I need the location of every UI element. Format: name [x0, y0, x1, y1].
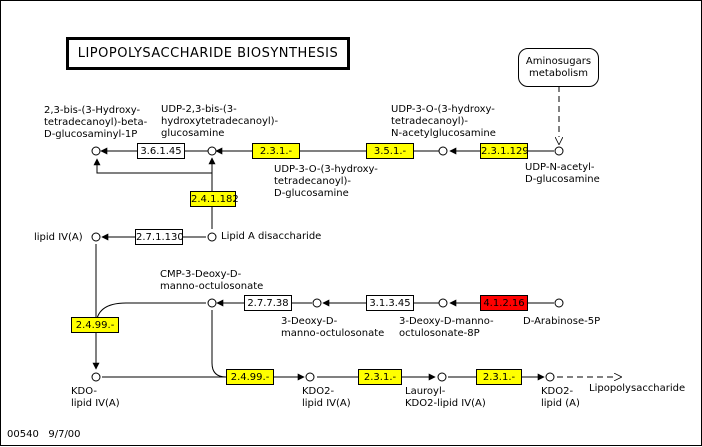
edge-bis-curve — [93, 158, 213, 174]
node-lauroyl[interactable] — [437, 372, 447, 382]
node-udp23[interactable] — [207, 146, 217, 156]
node-cmp[interactable] — [207, 298, 217, 308]
enzyme-2-4-1-182[interactable]: 2.4.1.182 — [190, 191, 239, 207]
enzyme-2-7-1-130[interactable]: 2.7.1.130 — [135, 229, 184, 245]
label-udp3o-d: UDP-3-O-(3-hydroxy- tetradecanoyl)- D-gl… — [274, 164, 378, 199]
label-lipidAdis: Lipid A disaccharide — [221, 231, 322, 242]
enzyme-3-6-1-45[interactable]: 3.6.1.45 — [137, 143, 185, 159]
footer-id-date: 00540 9/7/00 — [7, 429, 81, 440]
node-udp3o-d[interactable] — [438, 146, 448, 156]
label-cmp: CMP-3-Deoxy-D- manno-octulosonate — [160, 269, 264, 292]
enzyme-4-1-2-16[interactable]: 4.1.2.16 — [480, 295, 528, 311]
enzyme-2-4-99-a[interactable]: 2.4.99.- — [71, 317, 119, 333]
label-kdo2a: KDO2- lipid IV(A) — [302, 386, 351, 409]
enzyme-2-7-7-38[interactable]: 2.7.7.38 — [244, 295, 292, 311]
node-kdo2b[interactable] — [545, 372, 555, 382]
label-arab: D-Arabinose-5P — [523, 316, 601, 327]
node-udpn[interactable] — [554, 146, 564, 156]
label-lipid4a: lipid IV(A) — [34, 232, 83, 243]
map-link-aminosugars[interactable]: Aminosugars metabolism — [518, 48, 599, 87]
label-lps: Lipopolysaccharide — [589, 383, 686, 394]
enzyme-2-3-1-c[interactable]: 2.3.1.- — [476, 369, 522, 385]
enzyme-3-5-1[interactable]: 3.5.1.- — [366, 143, 414, 159]
enzyme-2-3-1-a[interactable]: 2.3.1.- — [252, 143, 300, 159]
enzyme-2-3-1-129[interactable]: 2.3.1.129 — [480, 143, 529, 159]
node-kdo2a[interactable] — [305, 372, 315, 382]
label-udpn: UDP-N-acetyl- D-glucosamine — [525, 162, 600, 185]
label-3deoxy8p: 3-Deoxy-D-manno- octulosonate-8P — [399, 316, 494, 339]
node-3deoxy8p[interactable] — [438, 298, 448, 308]
label-kdo: KDO- lipid IV(A) — [71, 386, 120, 409]
node-arab[interactable] — [554, 298, 564, 308]
label-kdo2b: KDO2- lipid (A) — [541, 386, 580, 409]
enzyme-2-4-99-b[interactable]: 2.4.99.- — [226, 369, 274, 385]
page-title: LIPOPOLYSACCHARIDE BIOSYNTHESIS — [66, 37, 350, 70]
label-lauroyl: Lauroyl- KDO2-lipid IV(A) — [405, 386, 486, 409]
label-bis: 2,3-bis-(3-Hydroxy- tetradecanoyl)-beta-… — [44, 105, 148, 140]
label-3deoxy: 3-Deoxy-D- manno-octulosonate — [281, 316, 385, 339]
edge-cmp-down — [211, 310, 227, 378]
enzyme-2-3-1-b[interactable]: 2.3.1.- — [358, 369, 402, 385]
label-udp23: UDP-2,3-bis-(3- hydroxytetradecanoyl)- g… — [161, 104, 279, 139]
node-kdo[interactable] — [91, 372, 101, 382]
enzyme-3-1-3-45[interactable]: 3.1.3.45 — [366, 295, 414, 311]
node-lipidAdis[interactable] — [207, 232, 217, 242]
node-bis[interactable] — [91, 146, 101, 156]
label-udp3o-n: UDP-3-O-(3-hydroxy- tetradecanoyl)- N-ac… — [391, 104, 496, 139]
node-lipid4a[interactable] — [91, 232, 101, 242]
node-3deoxy[interactable] — [312, 298, 322, 308]
